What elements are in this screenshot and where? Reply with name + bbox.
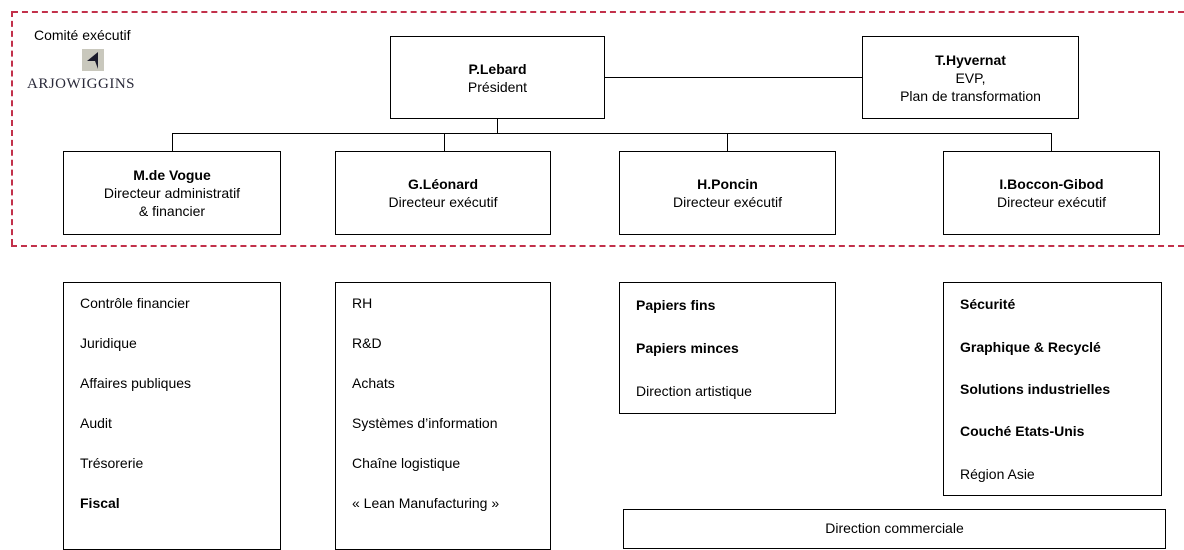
function-item: Couché Etats-Unis — [960, 423, 1085, 440]
function-item: « Lean Manufacturing » — [352, 495, 500, 511]
director-name: I.Boccon-Gibod — [999, 176, 1104, 192]
director-title-line1: Directeur administratif — [103, 185, 241, 201]
functions-col1-box: Contrôle financier Juridique Affaires pu… — [63, 282, 281, 550]
director-name: G.Léonard — [407, 176, 478, 192]
commercial-direction-label: Direction commerciale — [825, 520, 964, 536]
evp-name: T.Hyvernat — [935, 51, 1006, 68]
function-item: Papiers fins — [636, 296, 716, 313]
arjowiggins-logo-icon — [82, 49, 104, 71]
connector-director-4 — [1051, 133, 1052, 151]
function-item: Affaires publiques — [80, 375, 192, 391]
functions-col3-box: Papiers fins Papiers minces Direction ar… — [619, 282, 836, 414]
executive-committee-frame-top — [12, 11, 1184, 13]
director-title-line1: Directeur exécutif — [673, 194, 782, 210]
function-item: Direction artistique — [636, 383, 752, 400]
president-box: P.Lebard Président — [390, 36, 605, 119]
function-item: Solutions industrielles — [960, 380, 1111, 397]
functions-col2-box: RH R&D Achats Systèmes d’information Cha… — [335, 282, 551, 550]
director-box-4: I.Boccon-Gibod Directeur exécutif — [943, 151, 1160, 235]
director-name: M.de Vogue — [133, 167, 211, 183]
director-box-2: G.Léonard Directeur exécutif — [335, 151, 551, 235]
director-name: H.Poncin — [697, 176, 758, 192]
function-item: Chaîne logistique — [352, 455, 461, 471]
connector-director-2 — [444, 133, 445, 151]
executive-committee-frame-left — [11, 11, 13, 245]
director-title-line1: Directeur exécutif — [997, 194, 1106, 210]
evp-title-line2: Plan de transformation — [900, 87, 1041, 104]
function-item: Contrôle financier — [80, 295, 190, 311]
functions-col4-box: Sécurité Graphique & Recyclé Solutions i… — [943, 282, 1162, 496]
function-item: Graphique & Recyclé — [960, 338, 1101, 355]
connector-director-1 — [172, 133, 173, 151]
connector-horizontal — [172, 133, 1051, 134]
connector-president-evp — [604, 77, 863, 78]
function-item: Achats — [352, 375, 395, 391]
director-box-3: H.Poncin Directeur exécutif — [619, 151, 836, 235]
function-item: Juridique — [80, 335, 137, 351]
president-title: Président — [467, 78, 528, 95]
president-name: P.Lebard — [468, 60, 527, 77]
executive-committee-frame-bottom — [11, 245, 1184, 247]
evp-box: T.Hyvernat EVP, Plan de transformation — [862, 36, 1079, 119]
function-item: Fiscal — [80, 495, 120, 511]
arjowiggins-logo: ARJOWIGGINS — [27, 76, 135, 92]
function-item: R&D — [352, 335, 382, 351]
director-box-1: M.de Vogue Directeur administratif & fin… — [63, 151, 281, 235]
function-item: Trésorerie — [80, 455, 144, 471]
function-item: Systèmes d’information — [352, 415, 498, 431]
function-item: Région Asie — [960, 465, 1035, 482]
function-item: RH — [352, 295, 373, 311]
connector-director-3 — [727, 133, 728, 151]
executive-committee-label: Comité exécutif — [34, 27, 131, 43]
function-item: Papiers minces — [636, 339, 739, 356]
function-item: Audit — [80, 415, 112, 431]
connector-president-down — [497, 118, 498, 133]
evp-title-line1: EVP, — [955, 69, 986, 86]
director-title-line1: Directeur exécutif — [388, 194, 498, 210]
function-item: Sécurité — [960, 296, 1016, 313]
commercial-direction-box: Direction commerciale — [623, 509, 1166, 549]
director-title-line2: & financier — [138, 203, 206, 219]
